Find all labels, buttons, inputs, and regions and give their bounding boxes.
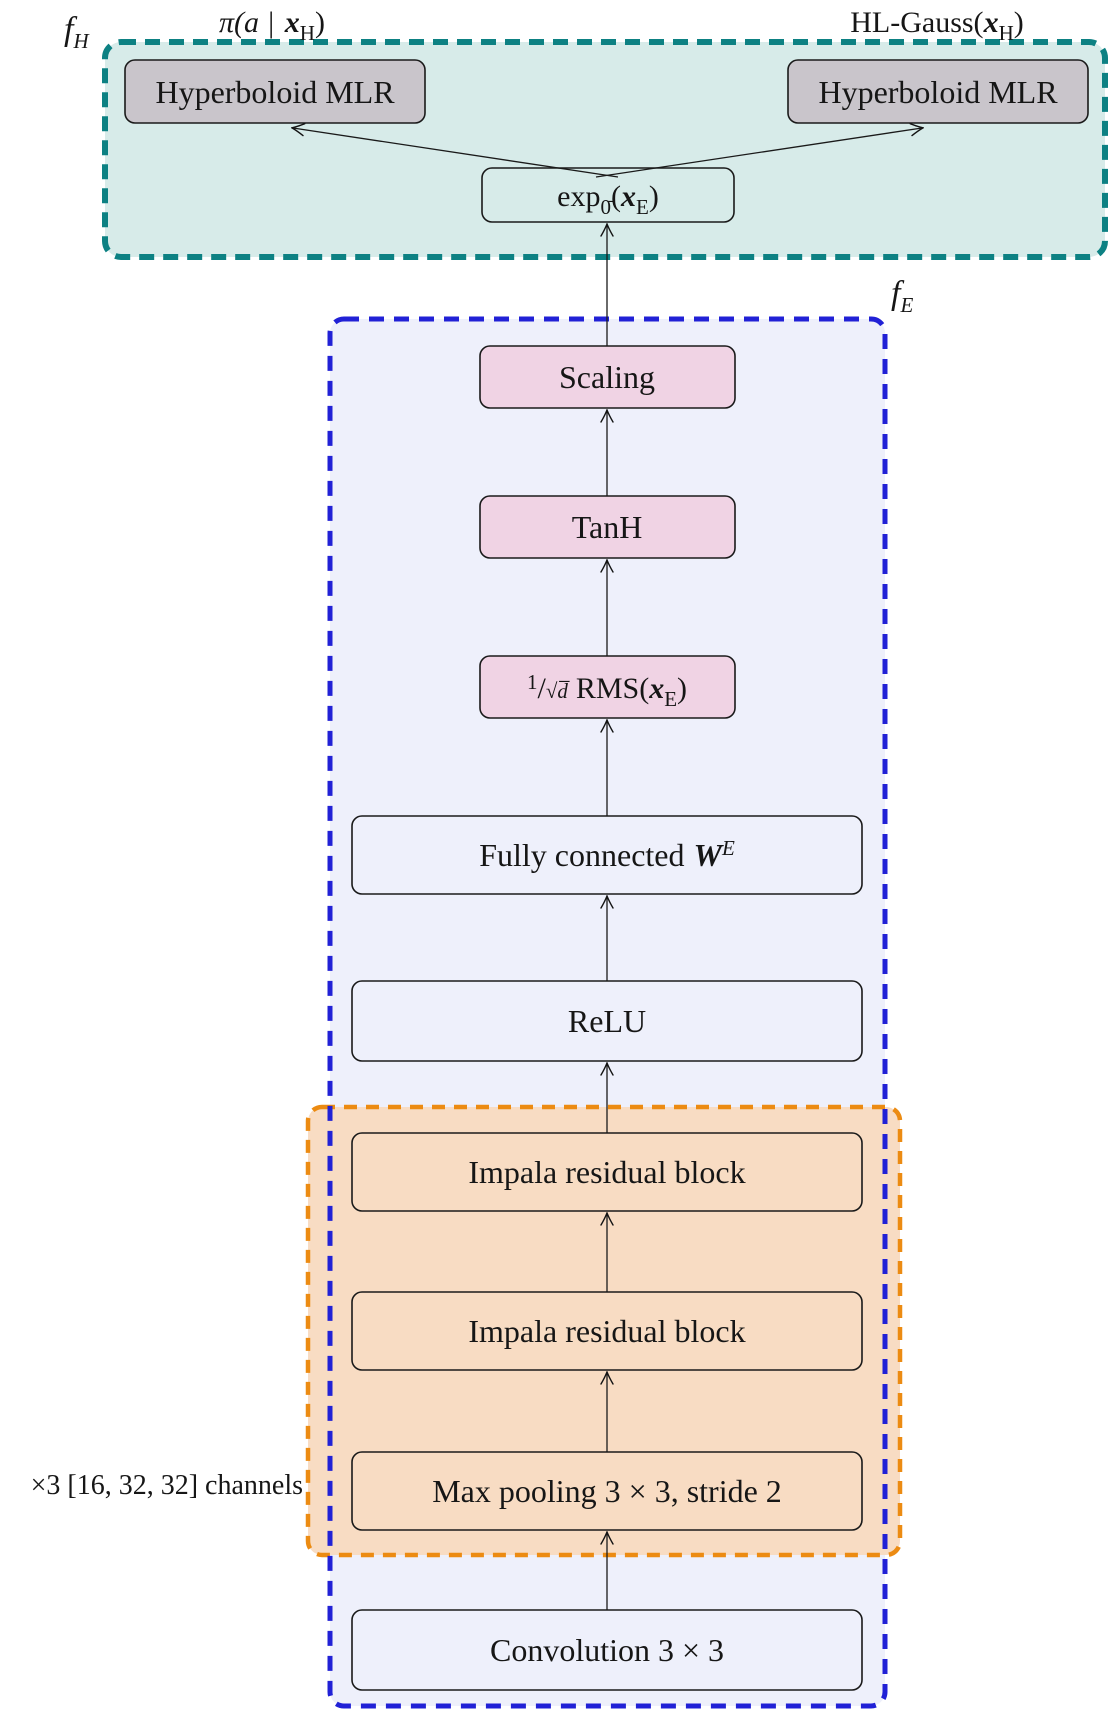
label-impala-block-2: Impala residual block xyxy=(468,1313,745,1349)
label-exp-map: exp0̄(xE) xyxy=(557,180,659,219)
label-impala-block-1: Impala residual block xyxy=(468,1154,745,1190)
fc-prefix: Fully connected xyxy=(479,837,684,873)
label-scaling: Scaling xyxy=(559,359,655,395)
rms-fn: RMS( xyxy=(576,672,649,705)
label-f-euclidean: fE xyxy=(891,275,913,317)
label-hyperboloid-mlr-left: Hyperboloid MLR xyxy=(155,74,395,110)
label-rms: 1/√d̅RMS(xE) xyxy=(527,670,687,711)
rms-var-sub: E xyxy=(664,687,677,711)
label-fully-connected: Fully connected WE xyxy=(479,836,735,873)
hlgauss-prefix: HL-Gauss( xyxy=(850,6,983,39)
rms-close: ) xyxy=(677,672,687,705)
exp-open: ( xyxy=(611,180,621,213)
exp-prefix: exp xyxy=(557,180,600,213)
fc-var: W xyxy=(694,837,725,873)
policy-var-sub: H xyxy=(300,21,315,45)
fh-sub: H xyxy=(72,29,90,53)
policy-suffix: ) xyxy=(315,6,325,39)
exp-close: ) xyxy=(649,180,659,213)
label-hyperboloid-mlr-right: Hyperboloid MLR xyxy=(818,74,1058,110)
node-hyperboloid-mlr-left xyxy=(124,59,426,124)
label-f-hyperbolic: fH xyxy=(64,11,90,53)
exp-var-sub: E xyxy=(636,195,649,219)
rms-var: x xyxy=(648,672,664,705)
rms-sup: 1 xyxy=(527,670,538,694)
fe-sub: E xyxy=(899,293,913,317)
hlgauss-var: x xyxy=(983,6,999,39)
label-tanh: TanH xyxy=(572,509,643,545)
exp-var: x xyxy=(620,180,636,213)
label-hl-gauss-output: HL-Gauss(xH) xyxy=(850,6,1023,45)
label-convolution: Convolution 3 × 3 xyxy=(490,1632,724,1668)
policy-prefix: π(a | xyxy=(219,6,275,39)
hlgauss-suffix: ) xyxy=(1014,6,1024,39)
label-max-pooling: Max pooling 3 × 3, stride 2 xyxy=(432,1473,782,1509)
arrow-exp-to-mlr-right xyxy=(595,128,922,178)
node-hyperboloid-mlr-right xyxy=(787,59,1089,124)
node-exp-map xyxy=(481,167,735,223)
rms-slash: / xyxy=(537,672,546,705)
fc-sup: E xyxy=(721,836,735,860)
label-relu: ReLU xyxy=(568,1003,646,1039)
label-policy-output: π(a | xH) xyxy=(219,6,325,45)
label-impala-channels-annotation: ×3 [16, 32, 32] channels xyxy=(31,1470,303,1501)
arrow-exp-to-mlr-left xyxy=(293,128,619,178)
policy-var: x xyxy=(284,6,300,39)
hlgauss-var-sub: H xyxy=(999,21,1014,45)
rms-sqrt: √d̅ xyxy=(546,679,570,703)
